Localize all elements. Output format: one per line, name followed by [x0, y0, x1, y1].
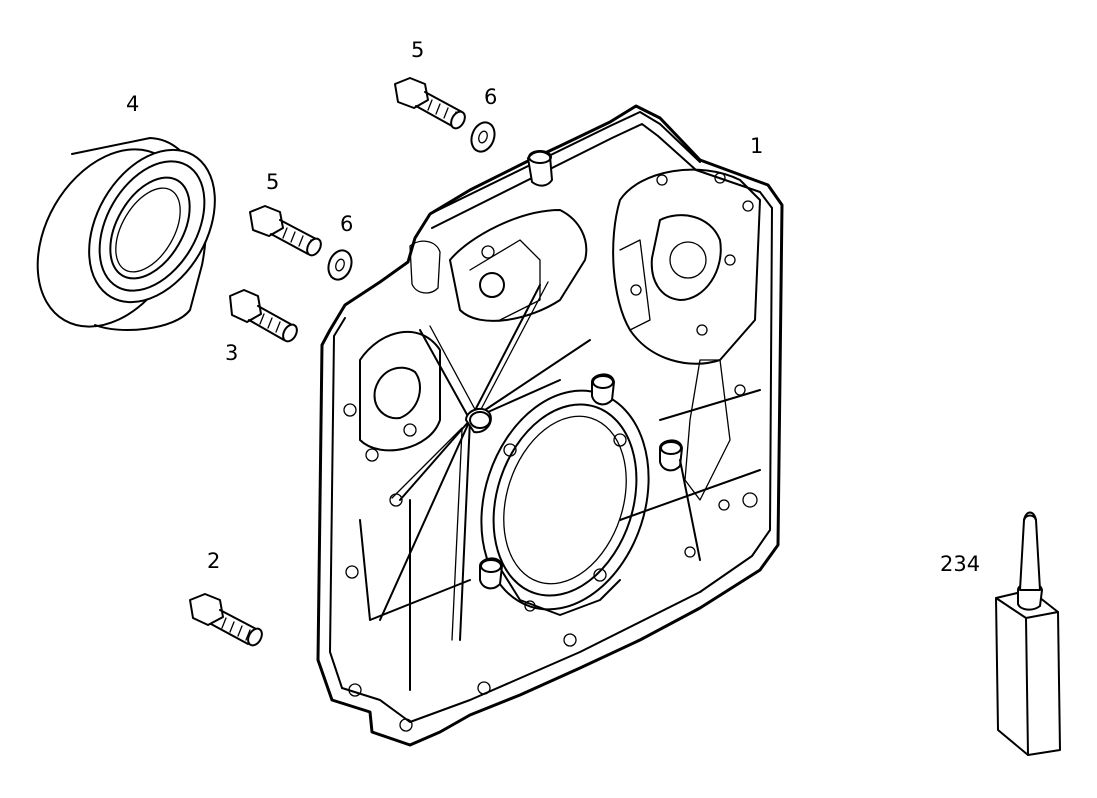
- screw-part-5b: [249, 205, 322, 257]
- screw-part-5a: [394, 77, 466, 130]
- washer-part-6b: [327, 249, 353, 281]
- callout-washer-b: 6: [340, 212, 353, 236]
- callout-screw-upper-a: 5: [411, 38, 424, 62]
- housing-part: [316, 104, 784, 747]
- callout-screw-lower: 2: [207, 549, 220, 573]
- sealant-tube-part: [995, 511, 1061, 756]
- callout-sealant: 234: [940, 552, 980, 576]
- callout-screw-mid: 3: [225, 341, 238, 365]
- callout-screw-upper-b: 5: [266, 170, 279, 194]
- screw-part-3: [229, 289, 298, 343]
- screw-part-2: [189, 593, 263, 647]
- callout-housing: 1: [750, 134, 763, 158]
- callout-seal-ring: 4: [126, 92, 139, 116]
- washer-part-6a: [470, 121, 496, 153]
- seal-ring-part: [36, 137, 216, 331]
- callout-washer-a: 6: [484, 85, 497, 109]
